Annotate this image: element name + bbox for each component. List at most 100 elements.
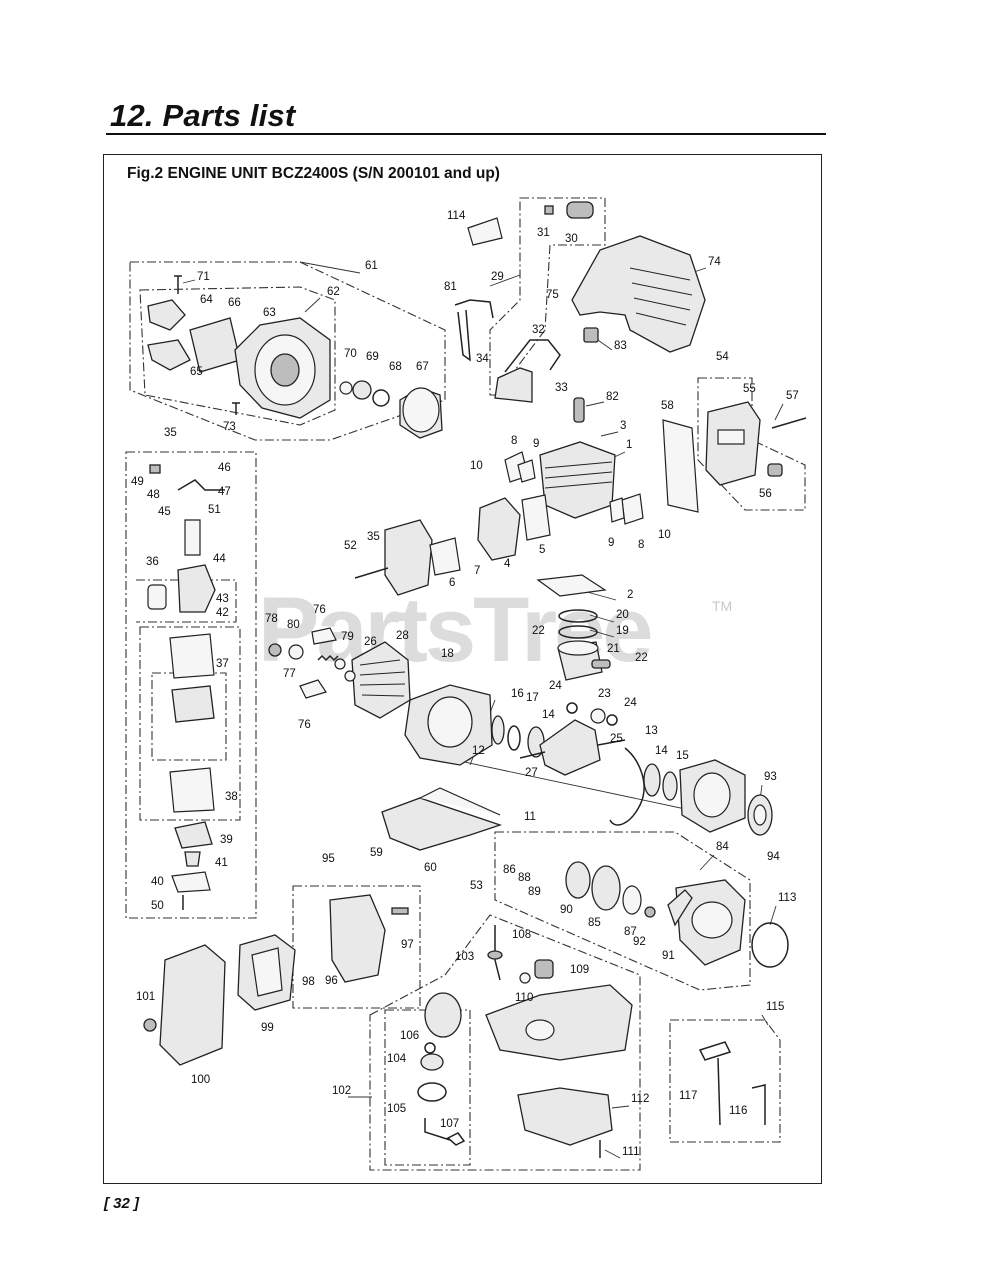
part-36-gasket [147, 584, 167, 610]
callout-c46: 46 [218, 462, 231, 474]
callout-c8a: 8 [511, 435, 517, 447]
part-56-cap [767, 463, 783, 477]
callout-c31: 31 [537, 227, 550, 239]
callout-c60: 60 [424, 862, 437, 874]
part-114-decal [467, 217, 503, 246]
callout-c98: 98 [302, 976, 315, 988]
part-40-plate [171, 871, 211, 893]
part-37-cover [171, 685, 215, 723]
callout-c10b: 10 [658, 529, 671, 541]
part-65-clamp [147, 339, 191, 371]
callout-c29: 29 [491, 271, 504, 283]
callout-c115: 115 [766, 1001, 784, 1013]
callout-c89: 89 [528, 886, 541, 898]
callout-c40: 40 [151, 876, 164, 888]
group-61-outline [129, 261, 446, 441]
figure-caption: Fig.2 ENGINE UNIT BCZ2400S (S/N 200101 a… [127, 165, 500, 182]
callout-c22a: 22 [532, 625, 545, 637]
callout-c14b: 14 [655, 745, 668, 757]
callout-c52: 52 [344, 540, 357, 552]
part-113-plate [751, 922, 789, 968]
callout-c33: 33 [555, 382, 568, 394]
callout-c15: 15 [676, 750, 689, 762]
part-68-snap-ring [372, 389, 390, 407]
part-13-gasket [609, 747, 645, 826]
callout-c99: 99 [261, 1022, 274, 1034]
part-41-primer [184, 851, 201, 867]
part-9-gasket [517, 459, 536, 483]
callout-c85: 85 [588, 917, 601, 929]
callout-c41: 41 [215, 857, 228, 869]
part-100-air-cleaner-cover [159, 944, 226, 1066]
part-110-clip [519, 972, 531, 984]
group-37-outline [139, 626, 241, 821]
callout-c105: 105 [387, 1103, 406, 1115]
part-51-needle [184, 519, 201, 556]
callout-c3: 3 [620, 420, 626, 432]
figure-frame [103, 154, 822, 1184]
callout-c109: 109 [570, 964, 589, 976]
part-31-screw [544, 205, 554, 215]
part-76a-pawl [311, 627, 337, 645]
callout-c94: 94 [767, 851, 780, 863]
callout-c51: 51 [208, 504, 221, 516]
callout-c97: 97 [401, 939, 414, 951]
callout-c114: 114 [447, 210, 466, 222]
part-64-clamp [147, 299, 186, 331]
callout-c19: 19 [616, 625, 629, 637]
callout-c88: 88 [518, 872, 531, 884]
callout-c9b: 9 [608, 537, 614, 549]
callout-c79: 79 [341, 631, 354, 643]
callout-c104: 104 [387, 1053, 407, 1065]
part-92-nut [644, 906, 656, 918]
callout-c71: 71 [197, 271, 210, 283]
callout-c38: 38 [225, 791, 238, 803]
part-97-bolt [391, 907, 409, 915]
callout-c17: 17 [526, 692, 539, 704]
callout-c84: 84 [716, 841, 729, 853]
callout-c80: 80 [287, 619, 300, 631]
callout-c35a: 35 [164, 427, 177, 439]
callout-c76a: 76 [313, 604, 326, 616]
callout-c65: 65 [190, 366, 203, 378]
part-21-piston-pin [591, 659, 611, 669]
part-19-piston-ring [558, 625, 598, 639]
part-35-carburetor [384, 519, 433, 596]
part-105-packing [417, 1082, 447, 1102]
part-38-diaphragm [169, 767, 215, 813]
callout-c93: 93 [764, 771, 777, 783]
callout-c91: 91 [662, 950, 675, 962]
callout-c87: 87 [624, 926, 637, 938]
callout-c56: 56 [759, 488, 772, 500]
part-14b-bearing [643, 763, 661, 797]
part-28-flywheel [351, 641, 411, 719]
callout-c53: 53 [470, 880, 483, 892]
callout-c44: 44 [213, 553, 226, 565]
callout-c45: 45 [158, 506, 171, 518]
part-108-grommet [487, 950, 503, 960]
watermark-trademark: TM [712, 598, 733, 614]
callout-c58: 58 [661, 400, 674, 412]
group-62-outline [139, 286, 336, 426]
callout-c92: 92 [633, 936, 646, 948]
callout-c23: 23 [598, 688, 611, 700]
part-78-bolt [268, 643, 282, 657]
part-5-gasket [521, 494, 551, 541]
part-109-filter [534, 959, 554, 979]
part-32-wire [504, 339, 561, 373]
part-76b-pawl [299, 679, 327, 699]
part-95-air-cleaner-base [329, 894, 386, 983]
callout-c107: 107 [440, 1118, 459, 1130]
callout-c42: 42 [216, 607, 229, 619]
part-57-bolt [771, 417, 807, 429]
callout-c68: 68 [389, 361, 402, 373]
callout-c64: 64 [200, 294, 213, 306]
part-81-bracket [454, 299, 494, 362]
part-106-ring [424, 1042, 436, 1054]
callout-c102: 102 [332, 1085, 351, 1097]
callout-c103: 103 [455, 951, 474, 963]
group-37-inner-outline [151, 672, 227, 761]
part-fuel-tank [485, 984, 633, 1061]
callout-c7: 7 [474, 565, 480, 577]
